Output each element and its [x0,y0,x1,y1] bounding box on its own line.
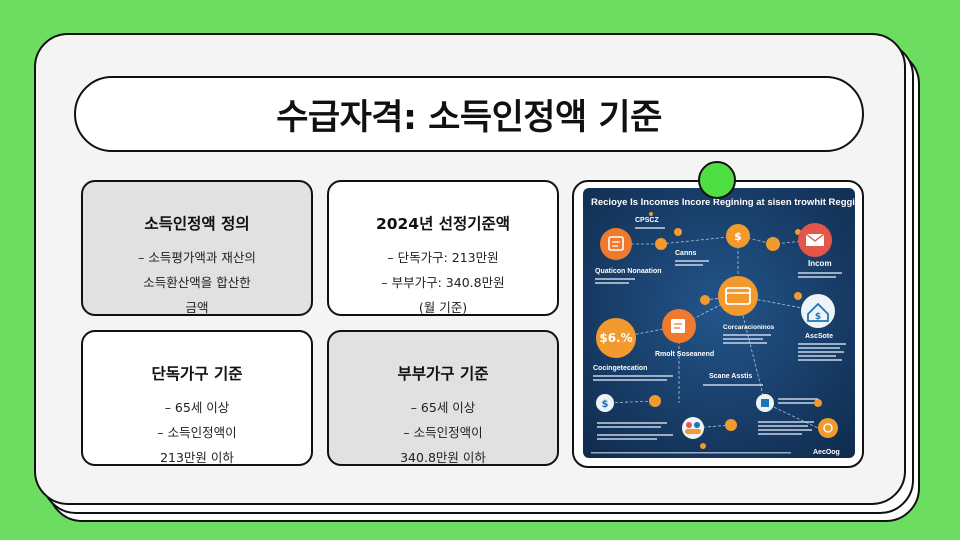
dollar-icon [818,418,838,438]
dollar-icon: $ [726,224,750,248]
infographic-label: Corcaracioninos [723,324,775,331]
mail-icon [798,223,832,257]
card-line: – 65세 이상 [410,400,476,415]
card-title: 단독가구 기준 [151,365,243,383]
card-line: (월 기준) [418,300,468,315]
house-dollar-icon: $ [801,294,835,328]
card-line: – 소득평가액과 재산의 [138,250,256,265]
infographic-label: Rmolt Soseanend [655,351,714,358]
card-line: – 부부가구: 340.8만원 [381,275,505,290]
infographic-label: Incom [808,259,832,268]
document-icon [662,309,696,343]
card-title: 소득인정액 정의 [144,215,250,233]
card-line: – 소득인정액이 [157,425,237,440]
dollar-icon: $ [596,394,614,412]
infographic-heading: Recioye Is Incomes Incore Regining at si… [591,197,855,208]
card-line: – 단독가구: 213만원 [387,250,499,265]
document-icon [600,228,632,260]
dollar-icon: $6.% [596,318,636,358]
card-title: 부부가구 기준 [397,365,489,383]
people-icon [682,417,704,439]
card-2024-criteria: 2024년 선정기준액 – 단독가구: 213만원 – 부부가구: 340.8만… [327,180,559,316]
svg-text:$: $ [602,399,609,410]
card-couple-household: 부부가구 기준 – 65세 이상 – 소득인정액이 340.8만원 이하 [327,330,559,466]
card-income-definition: 소득인정액 정의 – 소득평가액과 재산의 소득환산액을 합산한 금액 [81,180,313,316]
slide-title: 수급자격: 소득인정액 기준 [74,76,864,152]
card-line: 금액 [185,300,209,315]
card-title: 2024년 선정기준액 [375,215,511,233]
infographic-label: AscSote [805,333,833,340]
card-single-household: 단독가구 기준 – 65세 이상 – 소득인정액이 213만원 이하 [81,330,313,466]
infographic-logo: AecOog [813,449,840,456]
infographic-image: Recioye Is Incomes Incore Regining at si… [583,188,855,458]
card-line: 소득환산액을 합산한 [143,275,251,290]
wallet-icon [718,276,758,316]
infographic-label: Cocingetecation [593,365,647,372]
infographic-label: Quaticon Nonaation [595,268,662,275]
pin-dot [698,161,736,199]
infographic-label: Scane Asstis [709,373,752,380]
infographic-big-value: $6.% [599,331,632,345]
svg-text:$: $ [815,312,821,322]
card-line: 213만원 이하 [160,450,234,465]
card-line: – 65세 이상 [164,400,230,415]
infographic-label: Canns [675,250,697,257]
document-icon [756,394,774,412]
svg-text:$: $ [734,230,742,243]
card-line: 340.8만원 이하 [400,450,486,465]
card-line: – 소득인정액이 [403,425,483,440]
infographic-label: CPSCZ [635,217,659,224]
